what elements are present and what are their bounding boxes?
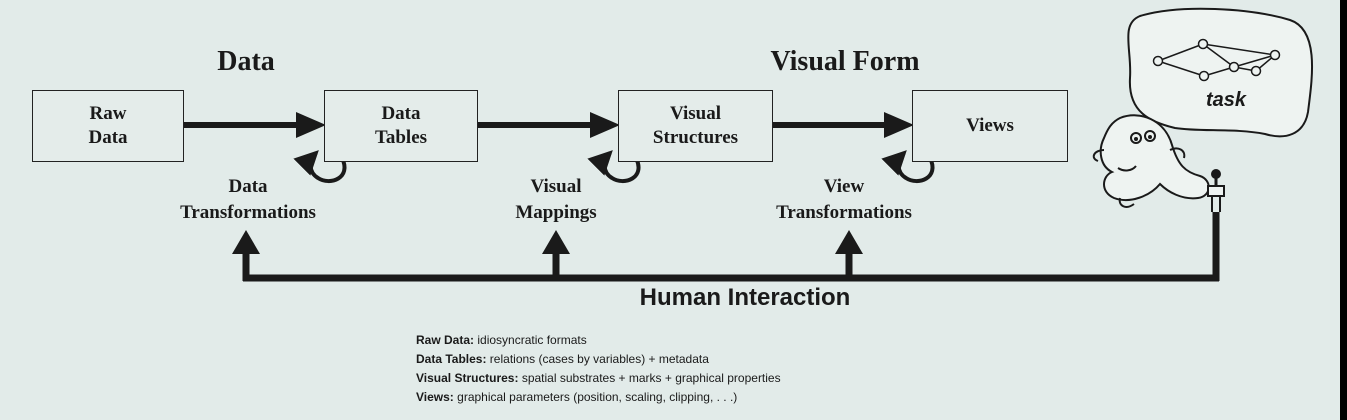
legend-item: Visual Structures: spatial substrates + … [416, 371, 781, 385]
legend: Raw Data: idiosyncratic formats Data Tab… [416, 331, 781, 407]
box-raw-data: Raw Data [32, 90, 184, 162]
legend-item: Raw Data: idiosyncratic formats [416, 333, 587, 347]
legend-item: Views: graphical parameters (position, s… [416, 390, 738, 404]
label-human-interaction: Human Interaction [639, 284, 851, 311]
label-data-transformations: Data Transformations [180, 176, 316, 223]
box-data-tables: Data Tables [324, 90, 478, 162]
arrow-raw-to-tables [183, 112, 326, 138]
label-task: task [1206, 89, 1247, 111]
user-figure-icon [1092, 114, 1225, 212]
heading-visual-form: Visual Form [770, 46, 920, 77]
box-views: Views [912, 90, 1068, 162]
task-graph-icon [1152, 38, 1281, 82]
self-loop-data-tables-icon [293, 150, 347, 184]
self-loop-visual-structures-icon [587, 150, 641, 184]
label-view-transformations: View Transformations [776, 176, 912, 223]
label-visual-mappings: Visual Mappings [515, 176, 597, 223]
box-visual-structures: Visual Structures [618, 90, 773, 162]
heading-data: Data [217, 46, 275, 77]
thought-bubble-icon [1127, 7, 1313, 140]
legend-item: Data Tables: relations (cases by variabl… [416, 352, 709, 366]
self-loop-views-icon [881, 150, 935, 184]
arrow-structures-to-views [773, 112, 914, 138]
human-interaction-feedback-line [232, 212, 1220, 282]
arrow-tables-to-structures [478, 112, 620, 138]
